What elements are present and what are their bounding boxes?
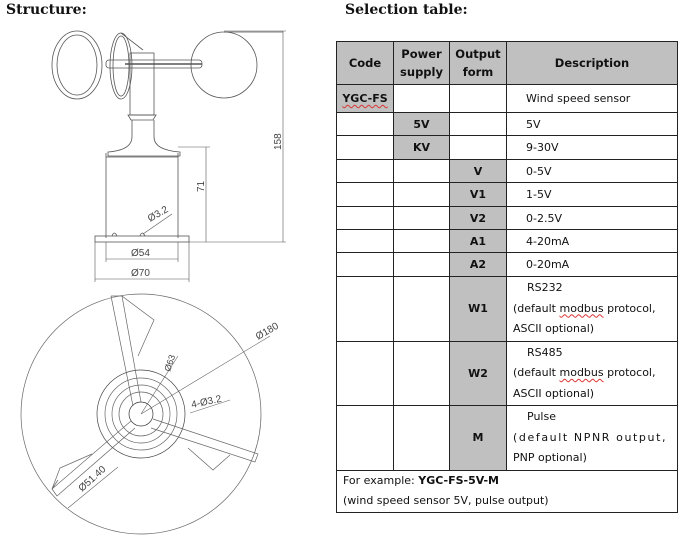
output-cell: W1 xyxy=(449,276,507,342)
top-view-dimension-labels: Ø180 Ø63 4-Ø3.2 Ø51.40 xyxy=(77,321,281,495)
code-cell xyxy=(336,276,394,342)
inner-diameter-label: Ø54 xyxy=(131,248,150,259)
output-cell: M xyxy=(449,405,507,471)
power-cell xyxy=(393,252,450,277)
description-cell: 0-20mA xyxy=(506,252,678,277)
output-cell: A2 xyxy=(449,252,507,277)
table-row: M Pulse (default NPNR output, PNP option… xyxy=(336,405,678,471)
code-cell xyxy=(336,206,394,230)
structure-drawing: 158 71 Ø3.2 Ø54 Ø70 Ø180 Ø63 4-Ø3.2 Ø51.… xyxy=(20,30,286,535)
example-row: For example: YGC-FS-5V-M (wind speed sen… xyxy=(336,469,678,513)
output-cell: W2 xyxy=(449,340,507,406)
description-cell: 5V xyxy=(506,112,678,136)
side-view-dimension-labels: 158 71 Ø3.2 Ø54 Ø70 xyxy=(131,133,284,279)
power-cell xyxy=(393,340,450,406)
description-cell: RS485 (default modbus protocol, ASCII op… xyxy=(506,340,678,406)
output-cell xyxy=(449,135,507,160)
power-cell: 5V xyxy=(393,112,450,136)
table-row: YGC-FS Wind speed sensor xyxy=(336,84,678,113)
code-cell xyxy=(336,405,394,471)
power-cell xyxy=(393,206,450,230)
code-cell: YGC-FS xyxy=(336,84,394,113)
total-height-label: 158 xyxy=(273,133,284,150)
description-cell: RS232 (default modbus protocol, ASCII op… xyxy=(506,276,678,342)
description-cell: 0-2.5V xyxy=(506,206,678,230)
example-cell: For example: YGC-FS-5V-M (wind speed sen… xyxy=(336,469,678,513)
code-cell xyxy=(336,182,394,207)
code-cell xyxy=(336,252,394,277)
output-cell: V1 xyxy=(449,182,507,207)
sweep-diameter-label: Ø180 xyxy=(254,321,281,343)
power-cell: KV xyxy=(393,135,450,160)
description-cell: 4-20mA xyxy=(506,229,678,253)
table-row: V2 0-2.5V xyxy=(336,206,678,230)
output-cell xyxy=(449,112,507,136)
header-code: Code xyxy=(336,41,394,85)
header-description: Description xyxy=(506,41,678,85)
holes-label: 4-Ø3.2 xyxy=(190,394,223,411)
power-cell xyxy=(393,84,450,113)
table-row: V1 1-5V xyxy=(336,182,678,207)
output-cell: V2 xyxy=(449,206,507,230)
code-cell xyxy=(336,229,394,253)
outer-diameter-label: Ø70 xyxy=(131,268,150,279)
example-code: YGC-FS-5V-M xyxy=(418,473,499,487)
description-cell: 1-5V xyxy=(506,182,678,207)
output-cell: A1 xyxy=(449,229,507,253)
example-note: (wind speed sensor 5V, pulse output) xyxy=(343,494,549,507)
selection-table-heading: Selection table: xyxy=(345,2,468,18)
hole-diameter-label: Ø3.2 xyxy=(146,204,171,225)
output-cell: V xyxy=(449,159,507,183)
description-cell: 0-5V xyxy=(506,159,678,183)
description-cell: 9-30V xyxy=(506,135,678,160)
code-cell xyxy=(336,112,394,136)
table-row: 5V 5V xyxy=(336,112,678,136)
table-row: W1 RS232 (default modbus protocol, ASCII… xyxy=(336,276,678,342)
table-row: KV 9-30V xyxy=(336,135,678,160)
top-view-drawing xyxy=(20,293,271,535)
cup-diameter-label: Ø51.40 xyxy=(77,464,109,494)
output-cell xyxy=(449,84,507,113)
table-row: V 0-5V xyxy=(336,159,678,183)
code-cell xyxy=(336,340,394,406)
table-row: W2 RS485 (default modbus protocol, ASCII… xyxy=(336,340,678,406)
body-height-label: 71 xyxy=(196,180,207,192)
table-row: A2 0-20mA xyxy=(336,252,678,277)
mount-diameter-label: Ø63 xyxy=(162,353,177,372)
side-view-drawing xyxy=(51,30,286,282)
example-prefix: For example: xyxy=(343,473,419,487)
power-cell xyxy=(393,405,450,471)
power-cell xyxy=(393,182,450,207)
structure-heading: Structure: xyxy=(6,2,87,18)
table-row: A1 4-20mA xyxy=(336,229,678,253)
power-cell xyxy=(393,159,450,183)
code-cell xyxy=(336,159,394,183)
description-cell: Wind speed sensor xyxy=(506,84,678,113)
code-cell xyxy=(336,135,394,160)
power-cell xyxy=(393,229,450,253)
power-cell xyxy=(393,276,450,342)
description-cell: Pulse (default NPNR output, PNP optional… xyxy=(506,405,678,471)
